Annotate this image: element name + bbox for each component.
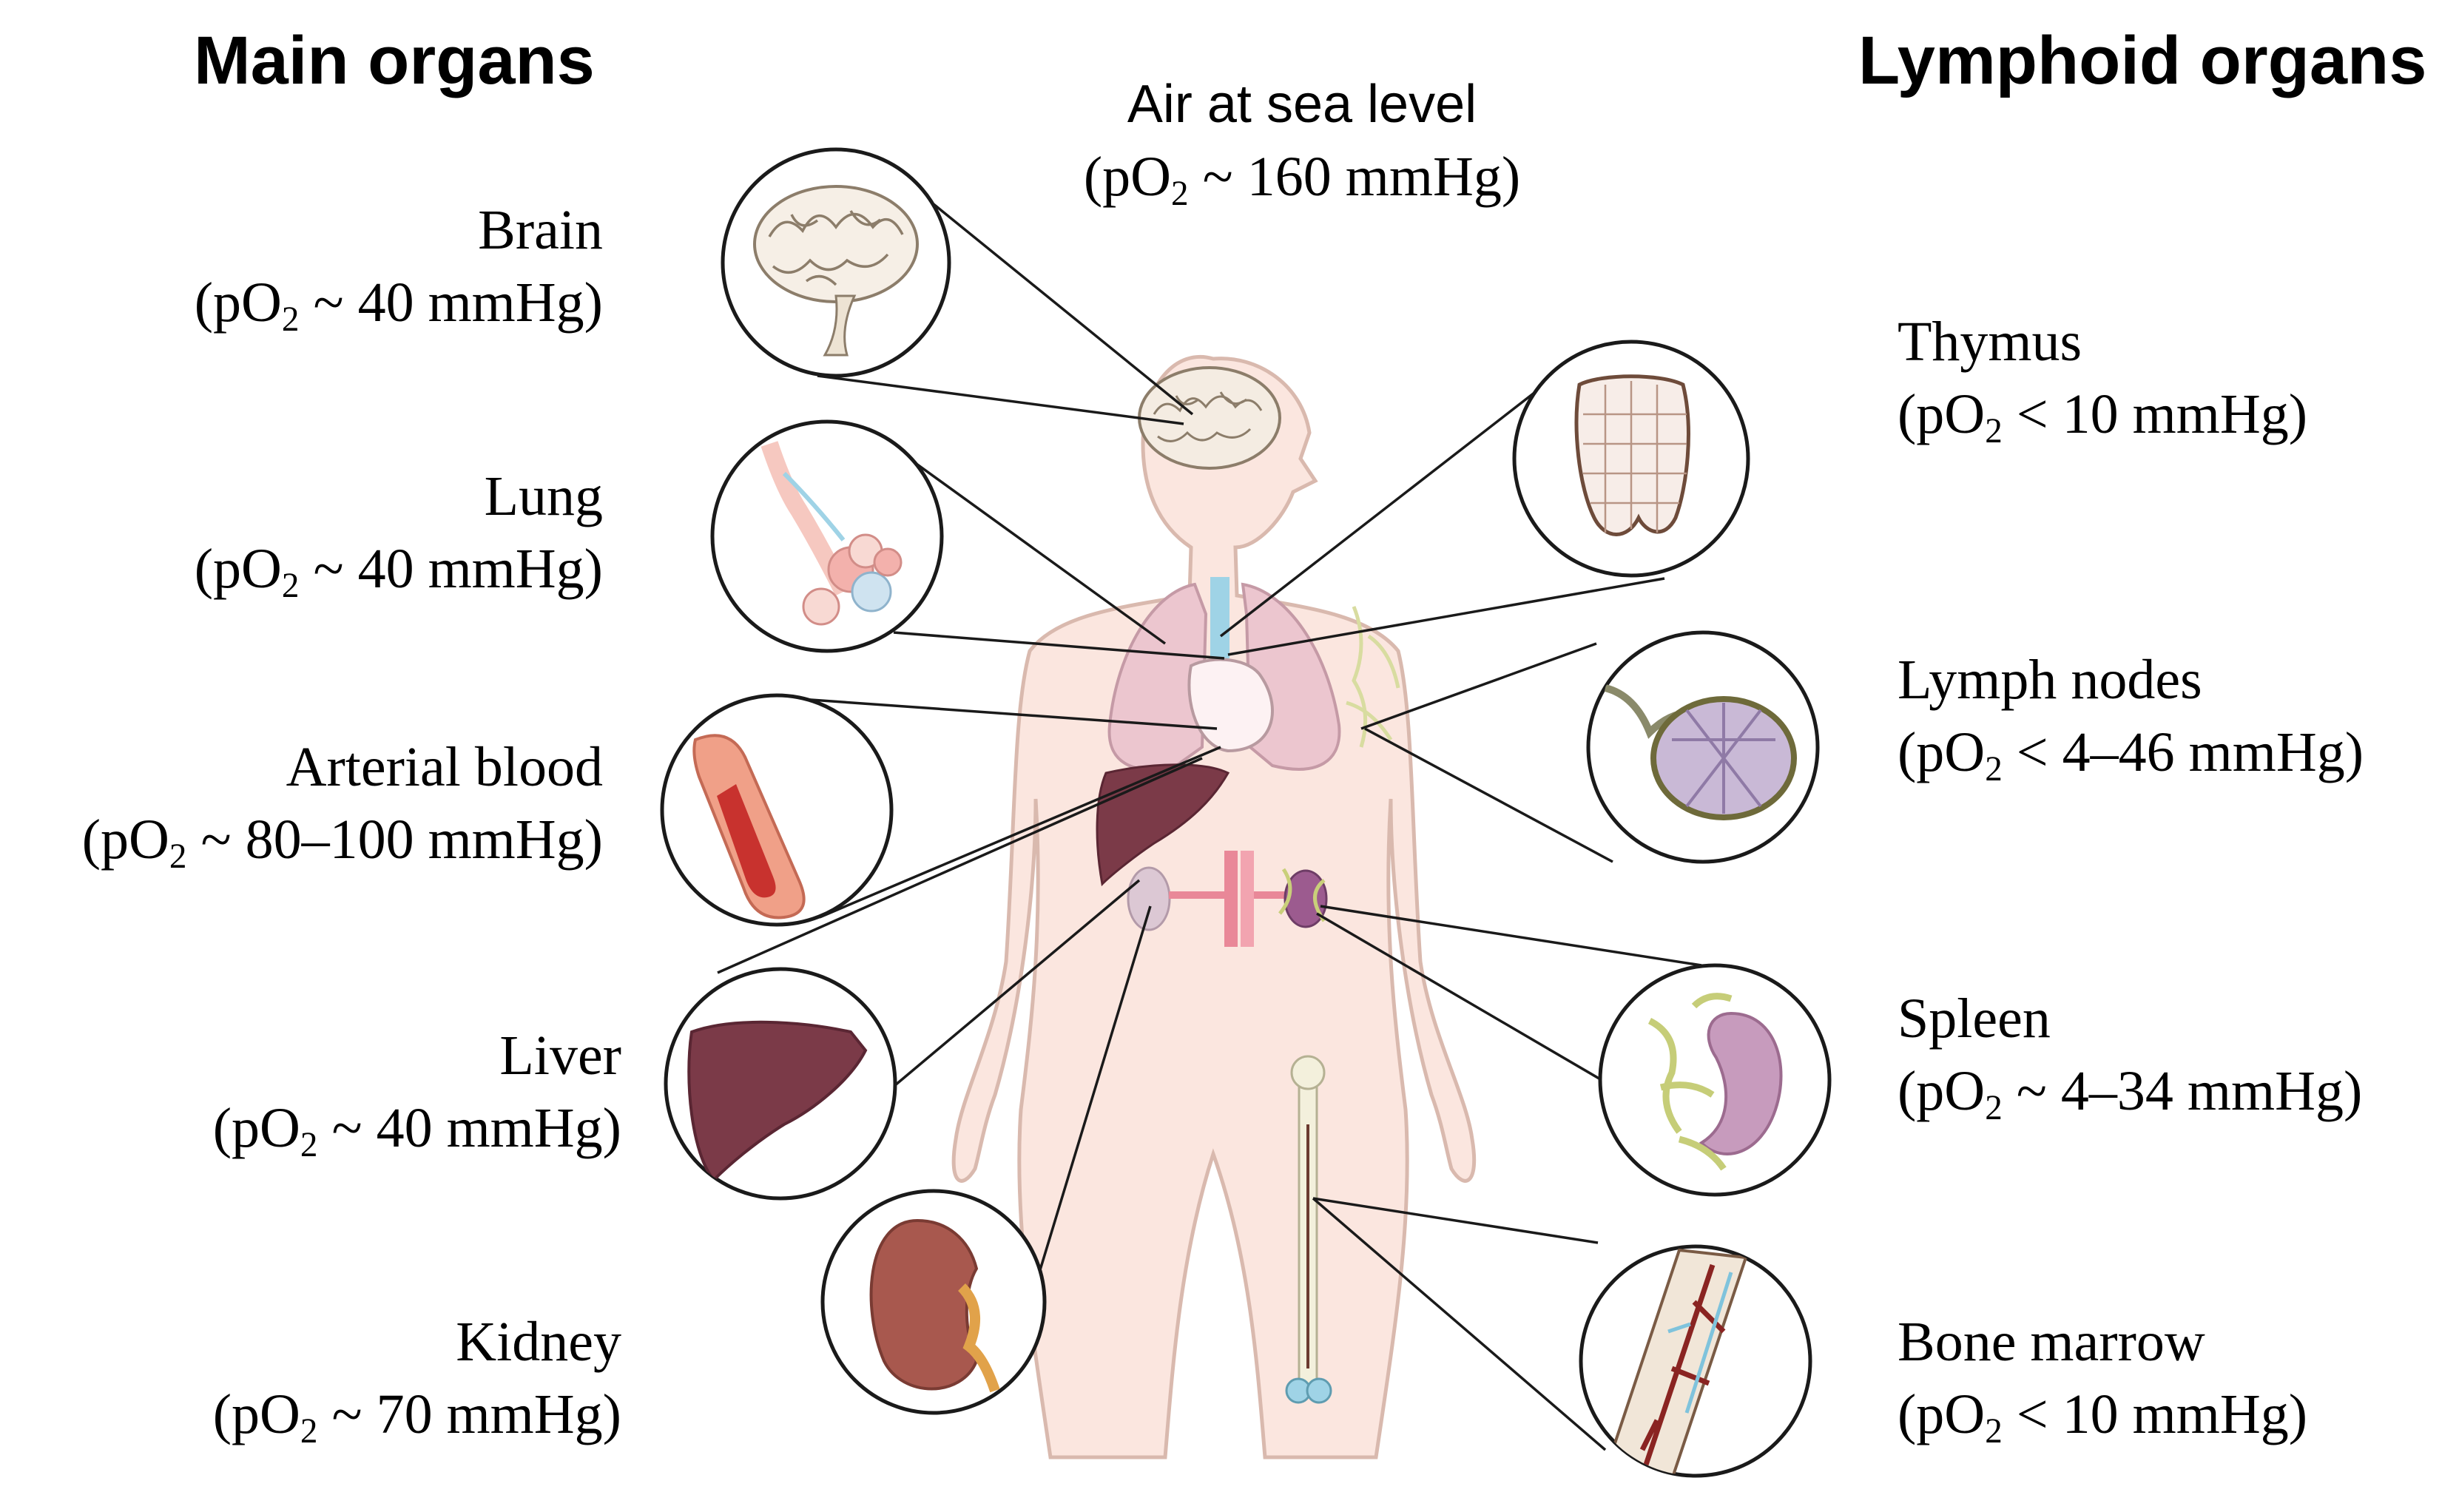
thymus-value: (pO2 < 10 mmHg) bbox=[1898, 383, 2308, 451]
lymph-nodes-value: (pO2 < 4–46 mmHg) bbox=[1898, 721, 2364, 789]
bone-marrow-name: Bone marrow bbox=[1898, 1311, 2205, 1373]
brain-circle bbox=[721, 147, 951, 378]
brain-value: (pO2 ~ 40 mmHg) bbox=[194, 271, 603, 340]
brain-label: Brain (pO2 ~ 40 mmHg) bbox=[11, 194, 603, 339]
thymus-name: Thymus bbox=[1898, 311, 2082, 373]
kidney-circle bbox=[820, 1189, 1047, 1415]
liver-label: Liver (pO2 ~ 40 mmHg) bbox=[30, 1019, 621, 1164]
thymus-label: Thymus (pO2 < 10 mmHg) bbox=[1898, 306, 2445, 450]
lymph-nodes-name: Lymph nodes bbox=[1898, 649, 2202, 711]
liver-name: Liver bbox=[499, 1025, 621, 1087]
spleen-icon bbox=[1278, 868, 1328, 928]
bone-marrow-circle bbox=[1579, 1244, 1812, 1478]
spleen-name: Spleen bbox=[1898, 988, 2051, 1050]
liver-icon bbox=[1096, 763, 1230, 887]
kidney-value: (pO2 ~ 70 mmHg) bbox=[212, 1383, 621, 1451]
brain-name: Brain bbox=[478, 199, 603, 261]
kidney-vessels-icon bbox=[1127, 851, 1302, 947]
lung-circle bbox=[710, 419, 944, 653]
bone-marrow-value: (pO2 < 10 mmHg) bbox=[1898, 1383, 2308, 1451]
lung-value: (pO2 ~ 40 mmHg) bbox=[194, 538, 603, 606]
lung-label: Lung (pO2 ~ 40 mmHg) bbox=[11, 460, 603, 605]
thymus-circle bbox=[1512, 340, 1750, 578]
air-title: Air at sea level bbox=[1127, 75, 1477, 134]
liver-value: (pO2 ~ 40 mmHg) bbox=[212, 1097, 621, 1165]
lymphoid-organs-heading: Lymphoid organs bbox=[1858, 23, 2427, 98]
air-value: (pO2 ~ 160 mmHg) bbox=[1083, 146, 1521, 214]
lymph-vessels-icon bbox=[1346, 606, 1400, 748]
human-body-silhouette bbox=[951, 354, 1477, 1459]
arterial-blood-value: (pO2 ~ 80–100 mmHg) bbox=[81, 809, 603, 877]
bone-marrow-label: Bone marrow (pO2 < 10 mmHg) bbox=[1898, 1306, 2445, 1451]
arterial-blood-name: Arterial blood bbox=[286, 736, 603, 798]
air-label: Air at sea level (pO2 ~ 160 mmHg) bbox=[1032, 68, 1572, 213]
spleen-label: Spleen (pO2 ~ 4–34 mmHg) bbox=[1898, 982, 2445, 1127]
lung-name: Lung bbox=[484, 465, 603, 527]
kidney-label: Kidney (pO2 ~ 70 mmHg) bbox=[30, 1306, 621, 1451]
arterial-blood-circle bbox=[660, 693, 894, 927]
lymph-node-circle bbox=[1586, 630, 1820, 864]
head-brain-icon bbox=[1138, 366, 1281, 470]
liver-circle bbox=[664, 967, 897, 1201]
kidney-name: Kidney bbox=[456, 1311, 621, 1373]
arterial-blood-label: Arterial blood (pO2 ~ 80–100 mmHg) bbox=[11, 731, 603, 876]
femur-icon bbox=[1285, 1055, 1332, 1404]
spleen-circle bbox=[1598, 963, 1832, 1197]
spleen-value: (pO2 ~ 4–34 mmHg) bbox=[1898, 1060, 2363, 1128]
lymph-nodes-label: Lymph nodes (pO2 < 4–46 mmHg) bbox=[1898, 644, 2445, 789]
main-organs-heading: Main organs bbox=[194, 23, 595, 98]
